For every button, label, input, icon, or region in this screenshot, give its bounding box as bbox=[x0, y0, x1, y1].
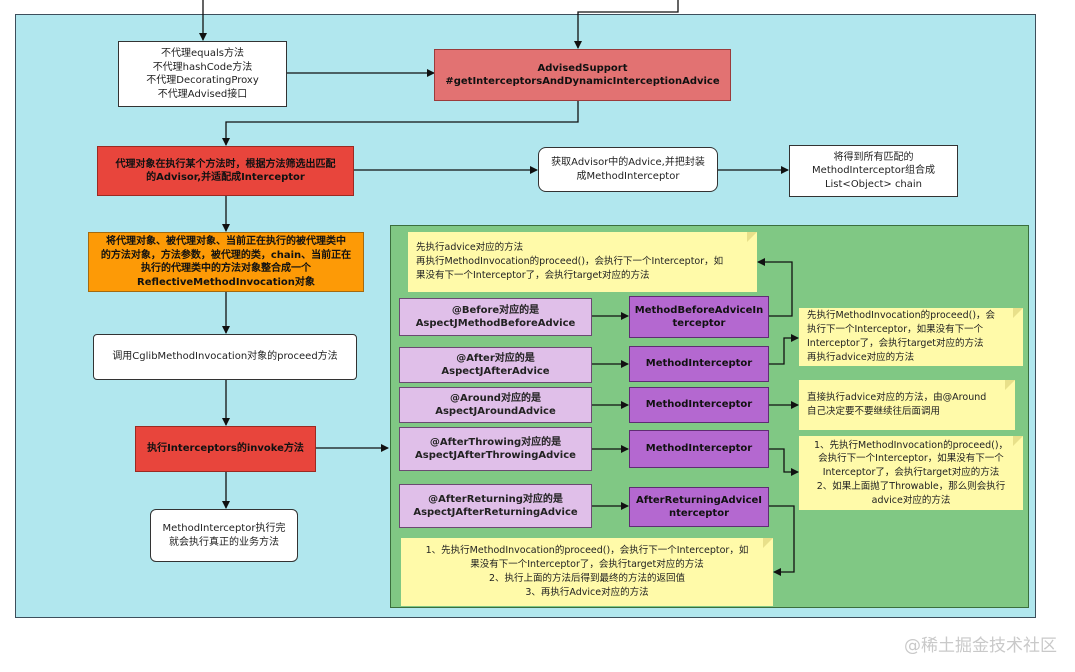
note-after: 先执行MethodInvocation的proceed()，会 执行下一个Int… bbox=[799, 308, 1023, 366]
note-before: 先执行advice对应的方法 再执行MethodInvocation的proce… bbox=[408, 232, 757, 292]
note-afterthrowing: 1、先执行MethodInvocation的proceed()， 会执行下一个I… bbox=[799, 436, 1023, 510]
edge-note-afterthrowing bbox=[769, 448, 799, 476]
invoke-interceptors-box: 执行Interceptors的invoke方法 bbox=[135, 426, 316, 472]
advice-after: @After对应的是 AspectJAfterAdvice bbox=[399, 347, 592, 383]
advice-afterthrowing: @AfterThrowing对应的是 AspectJAfterThrowingA… bbox=[399, 427, 592, 471]
advice-afterreturning: @AfterReturning对应的是 AspectJAfterReturnin… bbox=[399, 484, 592, 528]
advised-support-box: AdvisedSupport #getInterceptorsAndDynami… bbox=[434, 49, 731, 101]
watermark: @稀土掘金技术社区 bbox=[904, 636, 1057, 656]
get-advice-box: 获取Advisor中的Advice,并把封装 成MethodIntercepto… bbox=[538, 147, 718, 192]
combine-chain-box: 将得到所有匹配的 MethodInterceptor组合成 List<Objec… bbox=[789, 145, 958, 197]
advice-before: @Before对应的是 AspectJMethodBeforeAdvice bbox=[399, 298, 592, 336]
edge-advised-filter bbox=[222, 101, 579, 146]
edge-note-afterreturning bbox=[769, 505, 795, 576]
interceptor-afterthrowing: MethodInterceptor bbox=[629, 430, 769, 468]
edge-note-after bbox=[769, 334, 799, 365]
business-method-box: MethodInterceptor执行完 就会执行真正的业务方法 bbox=[150, 509, 298, 562]
build-invocation-box: 将代理对象、被代理对象、当前正在执行的被代理类中 的方法对象，方法参数，被代理的… bbox=[88, 232, 364, 292]
advice-around: @Around对应的是 AspectJAroundAdvice bbox=[399, 387, 592, 423]
call-proceed-box: 调用CglibMethodInvocation对象的proceed方法 bbox=[93, 334, 357, 380]
no-proxy-box: 不代理equals方法 不代理hashCode方法 不代理DecoratingP… bbox=[118, 41, 287, 107]
interceptor-around: MethodInterceptor bbox=[629, 387, 769, 423]
interceptor-before: MethodBeforeAdviceIn terceptor bbox=[629, 296, 769, 338]
edge-top-right bbox=[574, 0, 679, 49]
filter-advisor-box: 代理对象在执行某个方法时，根据方法筛选出匹配 的Advisor,并适配成Inte… bbox=[97, 146, 354, 196]
note-afterreturning: 1、先执行MethodInvocation的proceed()，会执行下一个In… bbox=[401, 538, 773, 606]
interceptor-afterreturning: AfterReturningAdviceI nterceptor bbox=[629, 487, 769, 527]
edge-note-before bbox=[757, 258, 793, 317]
interceptor-after: MethodInterceptor bbox=[629, 346, 769, 382]
note-around: 直接执行advice对应的方法，由@Around 自己决定要不要继续往后面调用 bbox=[799, 380, 1015, 430]
